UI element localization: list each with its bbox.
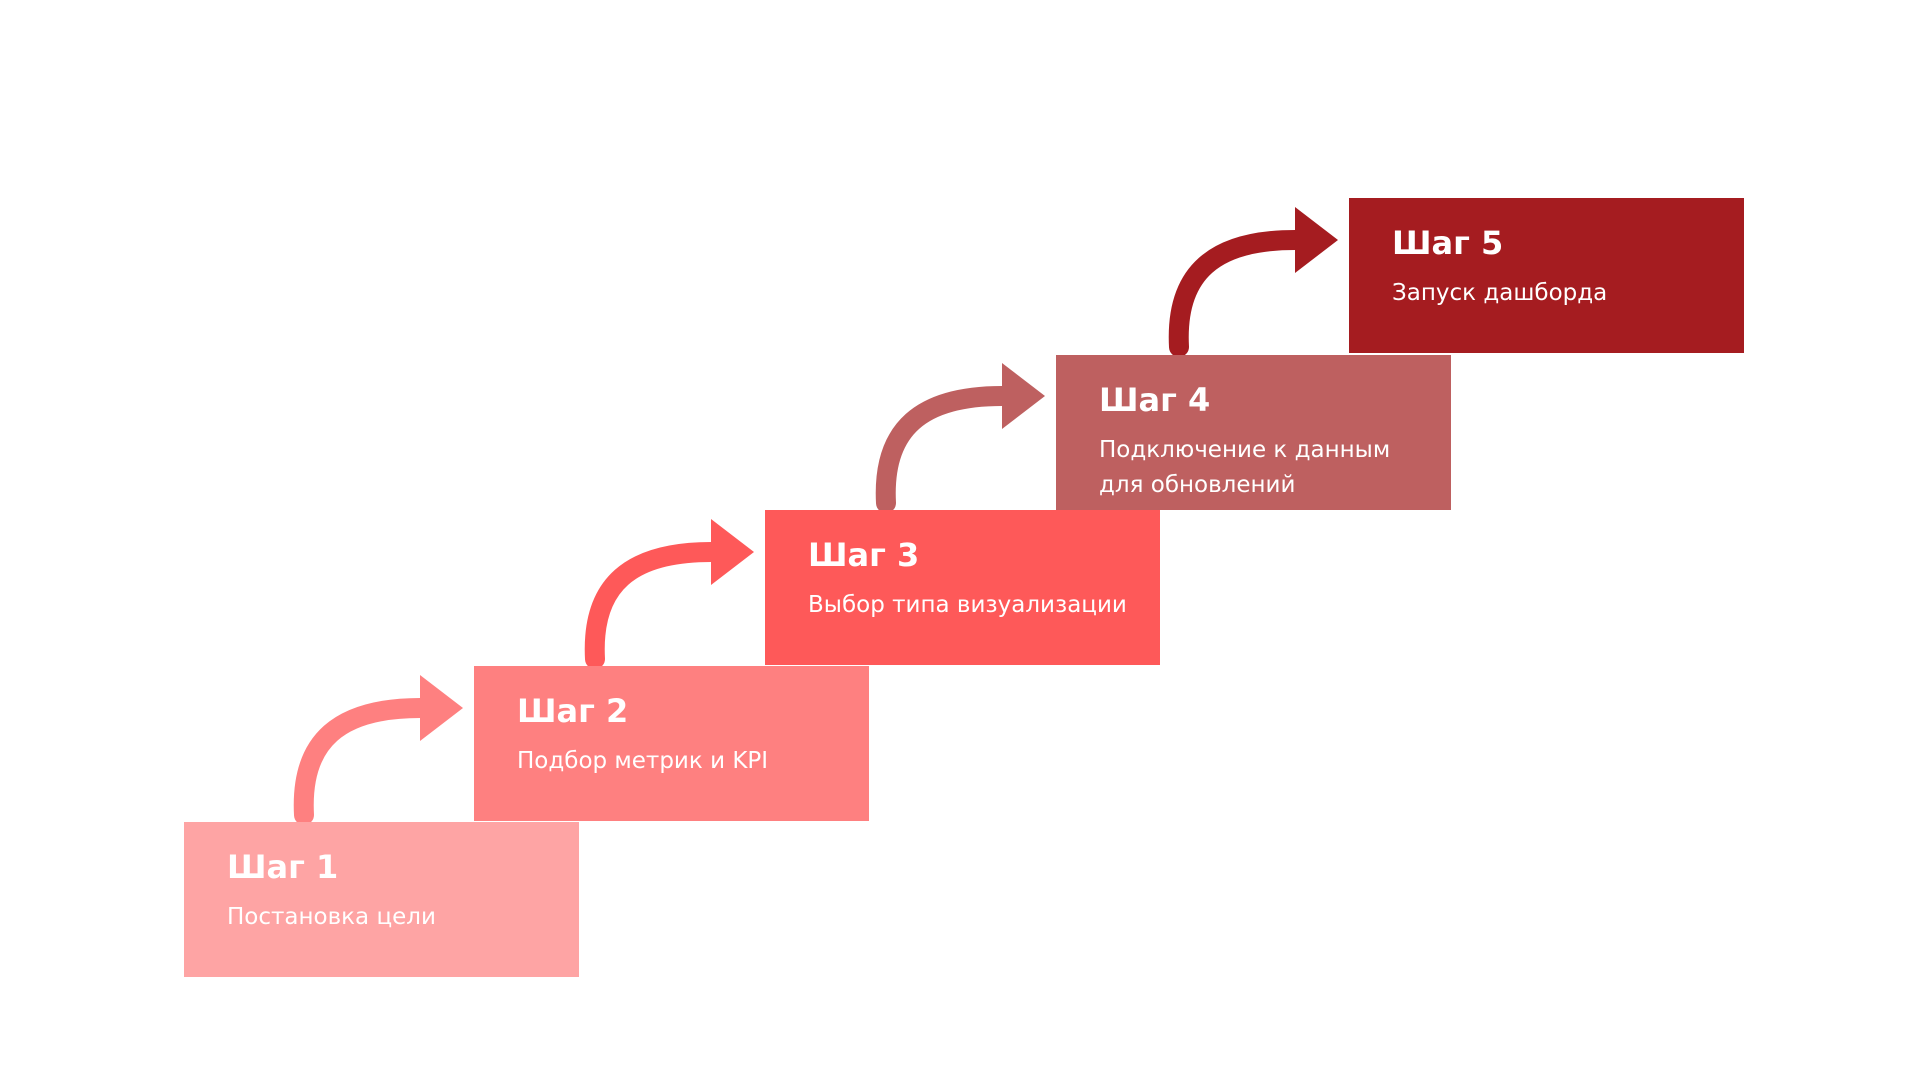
- step-1-box: Шаг 1 Постановка цели: [184, 822, 579, 977]
- step-1-title: Шаг 1: [227, 848, 339, 886]
- step-2-description: Подбор метрик и KPI: [517, 748, 769, 774]
- curved-arrow-icon: [584, 519, 754, 669]
- step-2-title: Шаг 2: [517, 692, 629, 730]
- step-5-title: Шаг 5: [1392, 224, 1504, 262]
- step-4-title: Шаг 4: [1099, 381, 1211, 419]
- step-3-description: Выбор типа визуализации: [808, 592, 1127, 618]
- step-1-description: Постановка цели: [227, 904, 436, 930]
- curved-arrow-icon: [293, 675, 463, 825]
- step-5-description: Запуск дашборда: [1392, 280, 1608, 306]
- curved-arrow-icon: [1168, 207, 1338, 357]
- step-4-box: Шаг 4 Подключение к данным для обновлени…: [1056, 355, 1451, 510]
- curved-arrow-icon: [875, 363, 1045, 513]
- step-2-box: Шаг 2 Подбор метрик и KPI: [474, 666, 869, 821]
- step-4-description: Подключение к данным для обновлений: [1099, 437, 1391, 498]
- step-3-title: Шаг 3: [808, 536, 920, 574]
- step-3-box: Шаг 3 Выбор типа визуализации: [765, 510, 1160, 665]
- step-5-box: Шаг 5 Запуск дашборда: [1349, 198, 1744, 353]
